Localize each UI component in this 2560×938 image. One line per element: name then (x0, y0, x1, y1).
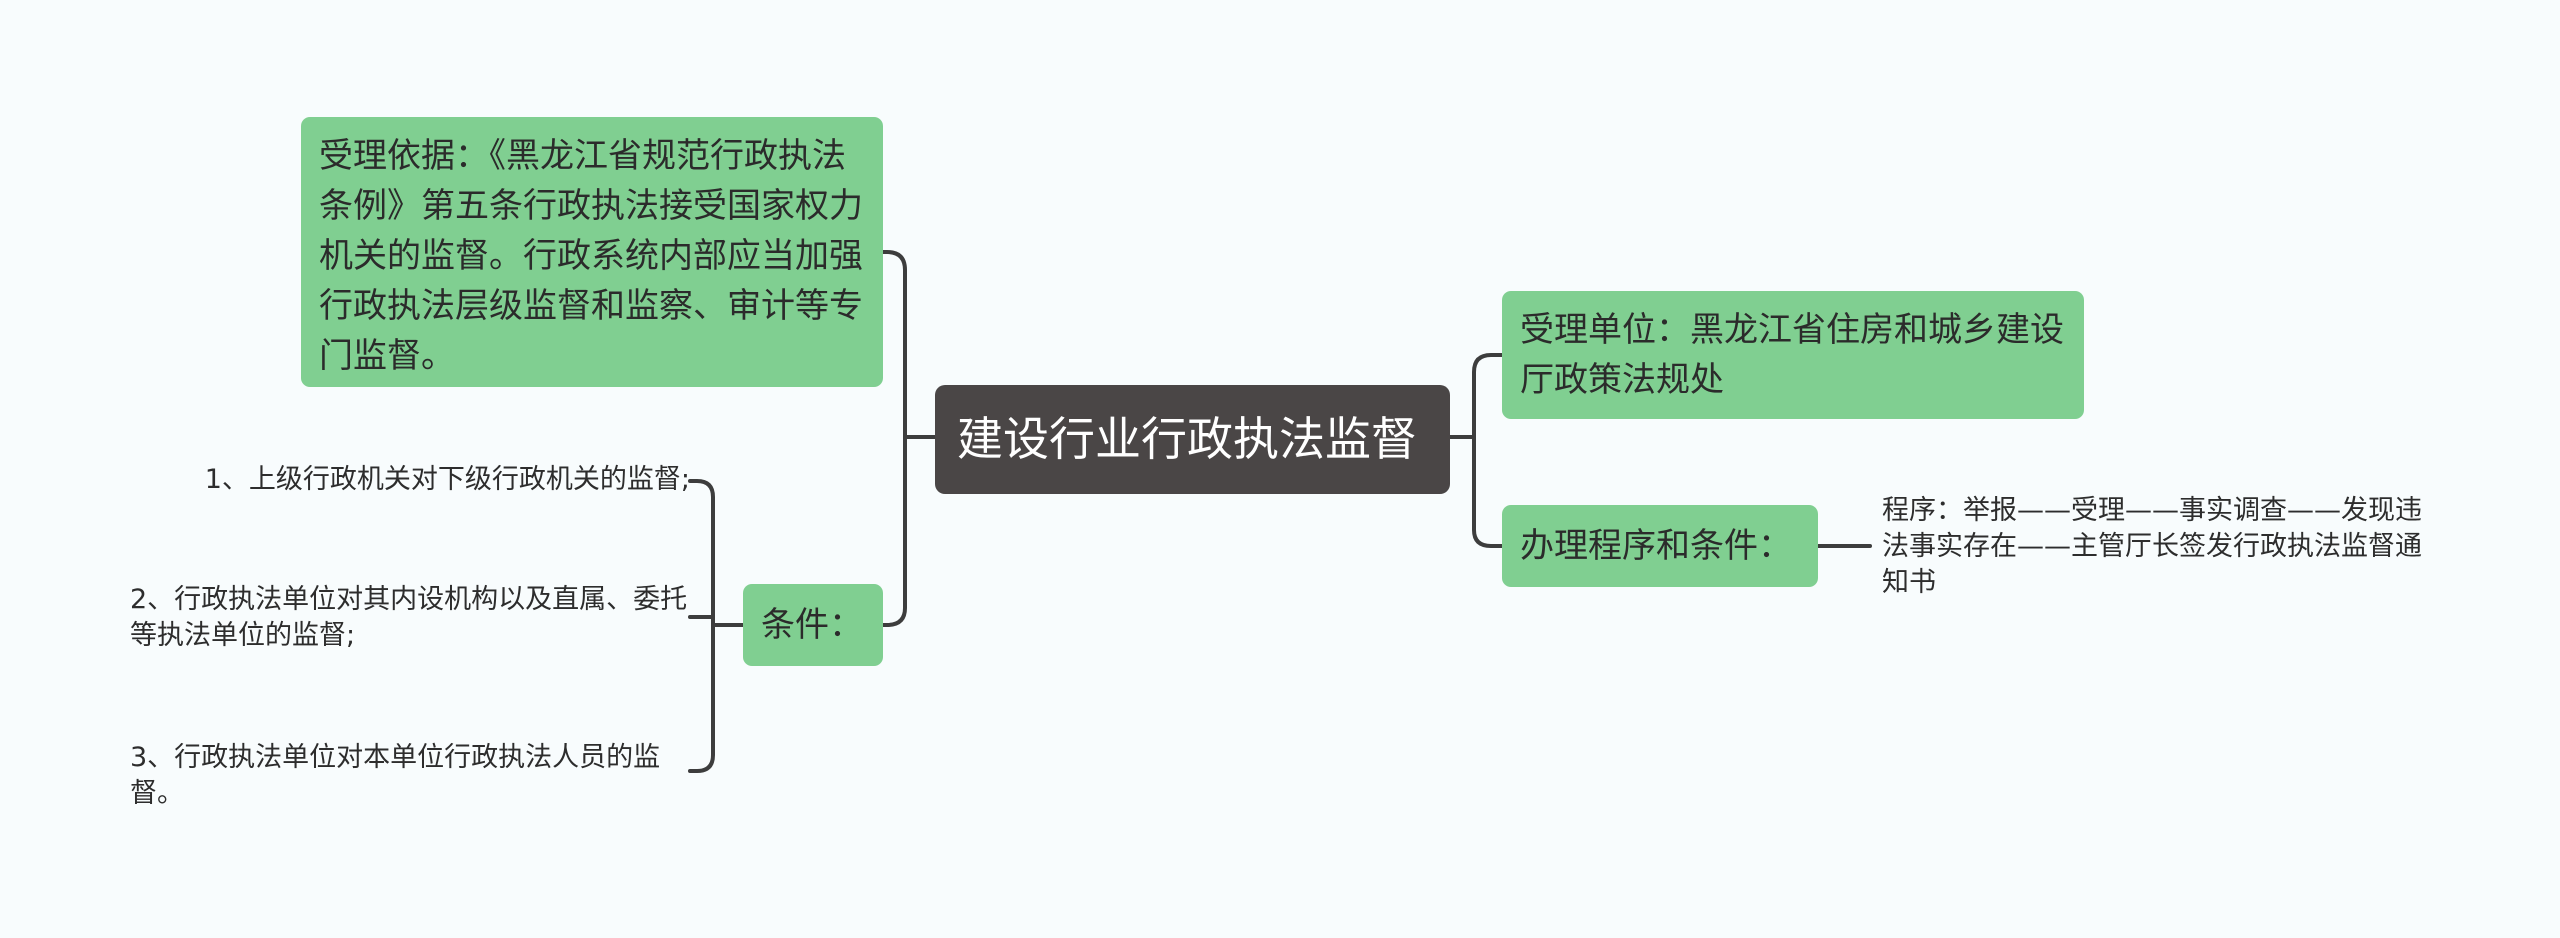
topic-basis-label: 受理依据：《黑龙江省规范行政执法条例》第五条行政执法接受国家权力机关的监督。行政… (319, 136, 863, 376)
topic-basis[interactable]: 受理依据：《黑龙江省规范行政执法条例》第五条行政执法接受国家权力机关的监督。行政… (301, 117, 883, 387)
condition-item-2[interactable]: 2、行政执法单位对其内设机构以及直属、委托等执法单位的监督; (130, 582, 690, 654)
topic-accepting-unit[interactable]: 受理单位：黑龙江省住房和城乡建设厅政策法规处 (1502, 291, 2084, 419)
connector-root-to-unit (1472, 353, 1504, 439)
condition-item-3-label: 3、行政执法单位对本单位行政执法人员的监督。 (130, 742, 661, 809)
connector-root-to-conditions (880, 435, 907, 627)
topic-conditions[interactable]: 条件： (743, 584, 883, 666)
connector-root-to-procedure (1472, 435, 1504, 548)
condition-item-3[interactable]: 3、行政执法单位对本单位行政执法人员的监督。 (130, 740, 690, 812)
topic-conditions-label: 条件： (761, 605, 863, 645)
topic-procedure[interactable]: 办理程序和条件： (1502, 505, 1818, 587)
condition-item-2-label: 2、行政执法单位对其内设机构以及直属、委托等执法单位的监督; (130, 584, 688, 651)
root-topic[interactable]: 建设行业行政执法监督 (935, 385, 1450, 494)
procedure-detail[interactable]: 程序：举报——受理——事实调查——发现违法事实存在——主管厅长签发行政执法监督通… (1882, 493, 2422, 601)
root-topic-label: 建设行业行政执法监督 (957, 412, 1417, 466)
topic-accepting-unit-label: 受理单位：黑龙江省住房和城乡建设厅政策法规处 (1520, 310, 2064, 400)
topic-procedure-label: 办理程序和条件： (1520, 526, 1792, 566)
connector-conditions-item-3 (688, 623, 715, 773)
procedure-detail-label: 程序：举报——受理——事实调查——发现违法事实存在——主管厅长签发行政执法监督通… (1882, 495, 2422, 598)
connector-conditions-item-1 (688, 479, 715, 627)
condition-item-1-label: 1、上级行政机关对下级行政机关的监督; (204, 464, 690, 495)
connector-root-to-basis (880, 250, 907, 439)
condition-item-1[interactable]: 1、上级行政机关对下级行政机关的监督; (190, 462, 690, 498)
